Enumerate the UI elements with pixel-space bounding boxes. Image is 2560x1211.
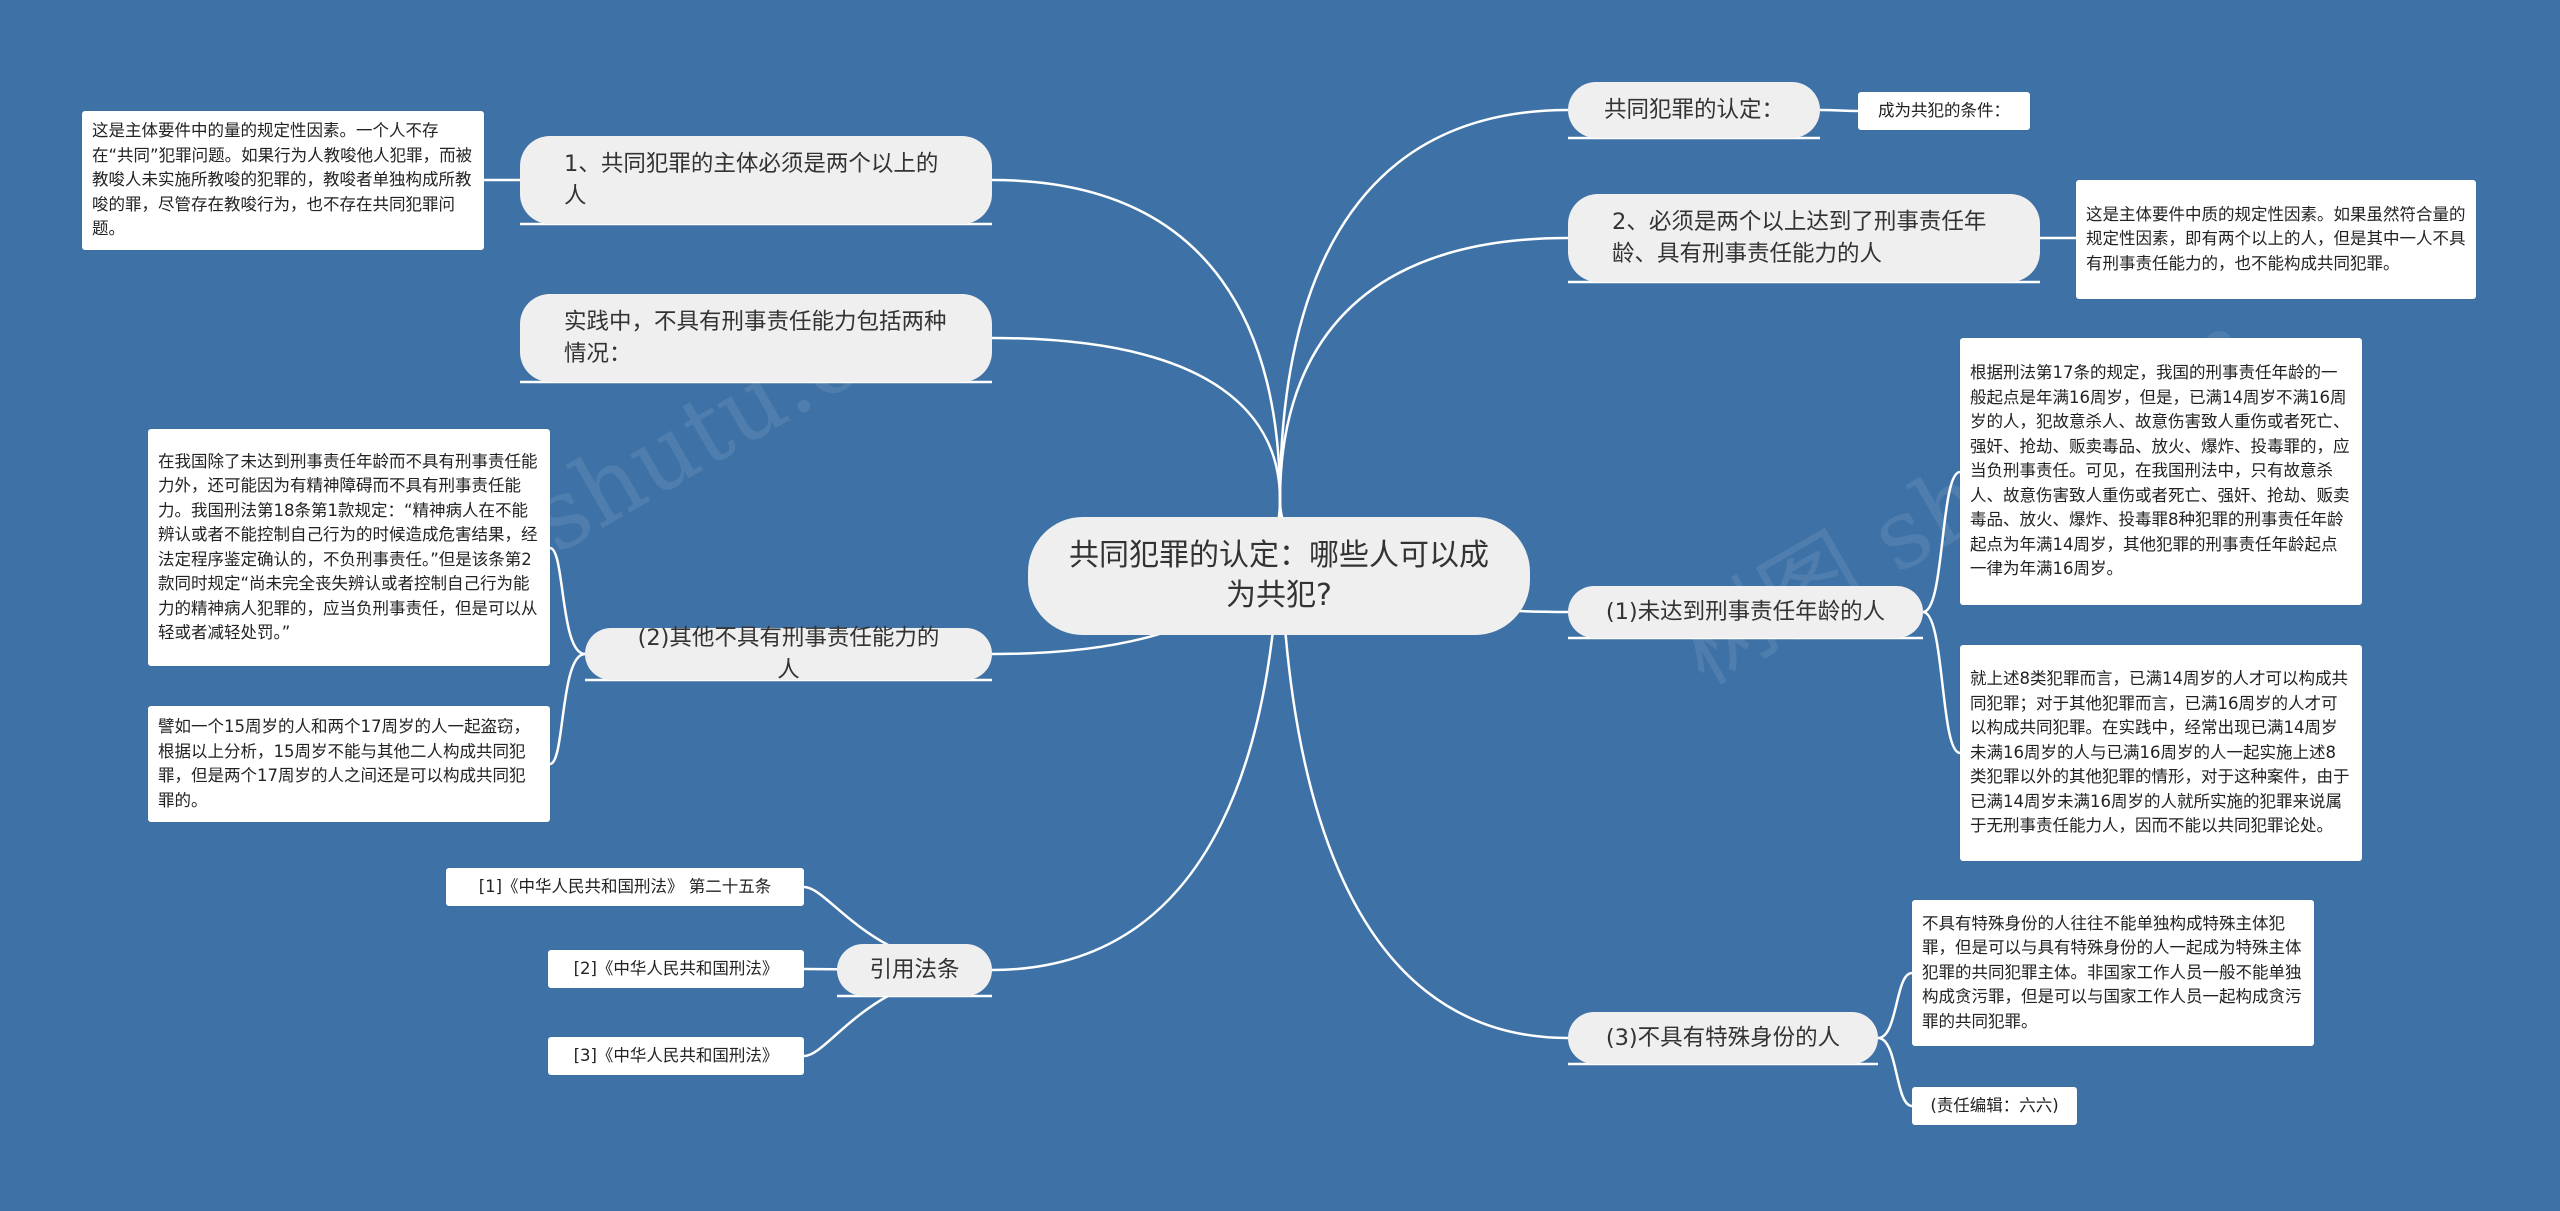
note-special-subject: 不具有特殊身份的人往往不能单独构成特殊主体犯罪，但是可以与具有特殊身份的人一起成… (1912, 900, 2314, 1046)
law-item[interactable]: [1]《中华人民共和国刑法》 第二十五条 (446, 868, 804, 906)
note-eight-crimes: 就上述8类犯罪而言，已满14周岁的人才可以构成共同犯罪；对于其他犯罪而言，已满1… (1960, 645, 2362, 861)
note-conditions: 成为共犯的条件： (1858, 92, 2030, 130)
note-text: 这是主体要件中质的规定性因素。如果虽然符合量的规定性因素，即有两个以上的人，但是… (2086, 204, 2466, 273)
branch-label: (1)未达到刑事责任年龄的人 (1605, 599, 1886, 625)
note-link (549, 652, 586, 766)
note-link (1877, 1036, 1913, 1108)
branch-label: (2)其他不具有刑事责任能力的人 (637, 625, 940, 683)
branch-age-ability[interactable]: 2、必须是两个以上达到了刑事责任年龄、具有刑事责任能力的人 (1568, 194, 2040, 282)
connector-right (1278, 236, 1569, 501)
note-text: 成为共犯的条件： (1878, 100, 2010, 120)
branch-label: 引用法条 (869, 957, 960, 983)
branch-subject-count[interactable]: 1、共同犯罪的主体必须是两个以上的人 (520, 136, 992, 224)
note-text: 这是主体要件中的量的规定性因素。一个人不存在“共同”犯罪问题。如果行为人教唆他人… (92, 121, 473, 239)
note-mental-illness: 在我国除了未达到刑事责任年龄而不具有刑事责任能力外，还可能因为有精神障碍而不具有… (148, 429, 550, 666)
branch-label: 2、必须是两个以上达到了刑事责任年龄、具有刑事责任能力的人 (1612, 209, 1987, 267)
law-item-text: [3]《中华人民共和国刑法》 (573, 1045, 779, 1065)
note-link (1922, 470, 1961, 614)
branch-underage[interactable]: (1)未达到刑事责任年龄的人 (1568, 586, 1923, 638)
law-item-text: [2]《中华人民共和国刑法》 (573, 958, 779, 978)
law-item-text: [1]《中华人民共和国刑法》 第二十五条 (478, 876, 772, 896)
note-text: 在我国除了未达到刑事责任年龄而不具有刑事责任能力外，还可能因为有精神障碍而不具有… (158, 451, 538, 643)
branch-label: 共同犯罪的认定： (1603, 97, 1784, 123)
note-link (549, 546, 586, 656)
root-topic[interactable]: 共同犯罪的认定：哪些人可以成为共犯? (1028, 517, 1530, 635)
branch-no-special-status[interactable]: (3)不具有特殊身份的人 (1568, 1012, 1878, 1064)
note-criminal-age: 根据刑法第17条的规定，我国的刑事责任年龄的一般起点是年满16周岁，但是，已满1… (1960, 338, 2362, 605)
branch-cited-laws[interactable]: 引用法条 (837, 944, 992, 996)
note-qualitative-factor: 这是主体要件中质的规定性因素。如果虽然符合量的规定性因素，即有两个以上的人，但是… (2076, 180, 2476, 299)
connector-left (991, 336, 1282, 501)
law-item[interactable]: [2]《中华人民共和国刑法》 (548, 950, 804, 988)
branch-other-incapable[interactable]: (2)其他不具有刑事责任能力的人 (585, 625, 992, 683)
note-text: 譬如一个15周岁的人和两个17周岁的人一起盗窃，根据以上分析，15周岁不能与其他… (158, 717, 530, 810)
connector-right (1278, 108, 1569, 501)
root-topic-label: 共同犯罪的认定：哪些人可以成为共犯? (1069, 538, 1489, 613)
note-link (1922, 610, 1961, 755)
note-text: 根据刑法第17条的规定，我国的刑事责任年龄的一般起点是年满16周岁，但是，已满1… (1970, 363, 2350, 579)
note-age-example: 譬如一个15周岁的人和两个17周岁的人一起盗窃，根据以上分析，15周岁不能与其他… (148, 706, 550, 822)
branch-label: 1、共同犯罪的主体必须是两个以上的人 (564, 151, 939, 209)
note-editor: (责任编辑：六六) (1912, 1087, 2077, 1125)
note-subject-count: 这是主体要件中的量的规定性因素。一个人不存在“共同”犯罪问题。如果行为人教唆他人… (82, 111, 484, 250)
branch-label: 实践中，不具有刑事责任能力包括两种情况： (564, 309, 947, 367)
note-link (1819, 108, 1859, 113)
branch-label: (3)不具有特殊身份的人 (1605, 1025, 1841, 1051)
note-text: 不具有特殊身份的人往往不能单独构成特殊主体犯罪，但是可以与具有特殊身份的人一起成… (1922, 913, 2302, 1031)
law-item[interactable]: [3]《中华人民共和国刑法》 (548, 1037, 804, 1075)
note-link (1877, 971, 1913, 1040)
connector-left (991, 178, 1282, 501)
note-text: 就上述8类犯罪而言，已满14周岁的人才可以构成共同犯罪；对于其他犯罪而言，已满1… (1970, 669, 2350, 836)
branch-practice[interactable]: 实践中，不具有刑事责任能力包括两种情况： (520, 294, 992, 382)
note-text: (责任编辑：六六) (1930, 1095, 2059, 1115)
branch-definition[interactable]: 共同犯罪的认定： (1568, 82, 1820, 138)
